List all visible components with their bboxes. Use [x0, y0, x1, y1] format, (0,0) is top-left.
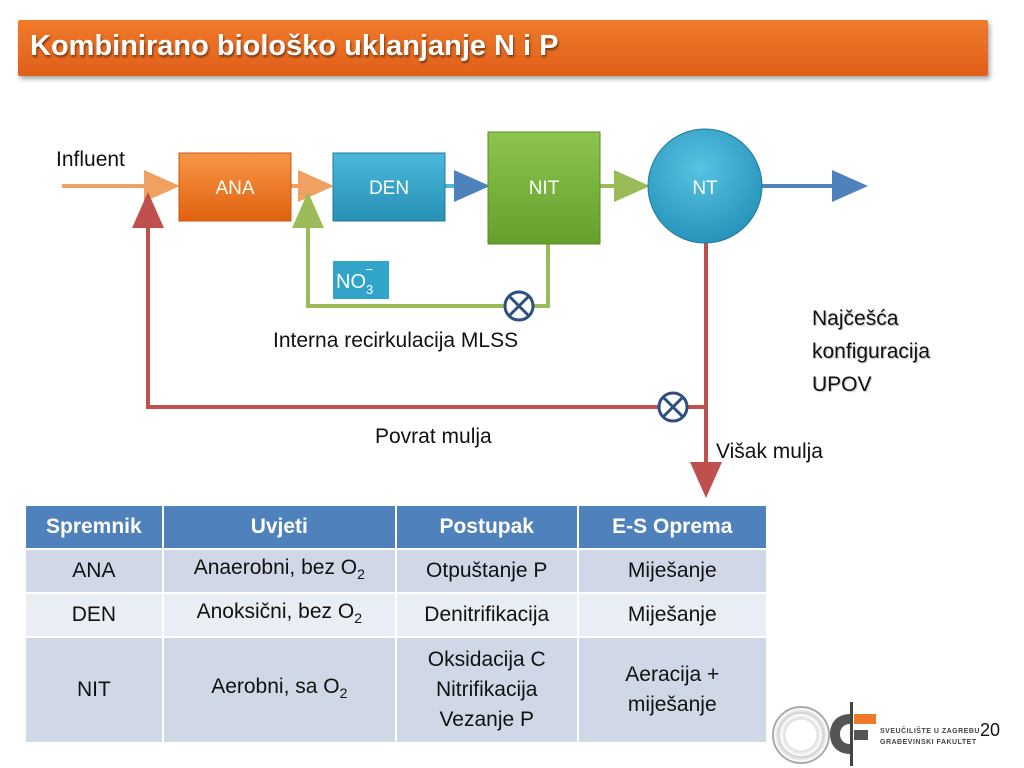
nit-tank	[487, 131, 601, 245]
ana-label: ANA	[215, 178, 254, 199]
faculty-logo-icon	[830, 702, 876, 766]
internal-recirc-line	[292, 192, 550, 308]
conditions-cell: Anoksični, bez O2	[161, 592, 397, 638]
no3-box	[331, 259, 391, 301]
table-header-row: Spremnik Uvjeti Postupak E-S Oprema	[24, 504, 769, 550]
faculty-name: SVEUČILIŠTE U ZAGREBU GRAĐEVINSKI FAKULT…	[880, 728, 980, 746]
table-row: ANA Anaerobni, bez O2 Otpuštanje P Miješ…	[24, 548, 769, 594]
equipment-cell: Aeracija + miješanje	[576, 636, 769, 744]
column-header: Spremnik	[24, 504, 164, 550]
tank-cell: NIT	[24, 636, 164, 744]
side-note-line: UPOV	[812, 373, 872, 396]
no3-label: NO3−	[336, 262, 373, 297]
table-row: DEN Anoksični, bez O2 Denitrifikacija Mi…	[24, 592, 769, 638]
den-tank	[332, 152, 446, 222]
process-cell: Otpuštanje P	[394, 548, 579, 594]
internal-recirc-label: Interna recirkulacija MLSS	[273, 329, 519, 352]
tank-cell: DEN	[24, 592, 164, 638]
process-diagram: ANA DEN NIT NT NO3−	[62, 128, 868, 498]
side-note-line: konfiguracija	[812, 340, 930, 363]
excess-sludge-label: Višak mulja	[716, 440, 823, 463]
process-table: Spremnik Uvjeti Postupak E-S Oprema ANA …	[24, 504, 769, 744]
side-note-line: Najčešća	[812, 307, 899, 330]
tank-cell: ANA	[24, 548, 164, 594]
process-cell: Oksidacija C Nitrifikacija Vezanje P	[394, 636, 579, 744]
conditions-cell: Anaerobni, bez O2	[161, 548, 397, 594]
influent-label: Influent	[56, 148, 125, 171]
column-header: Uvjeti	[161, 504, 397, 550]
university-seal-icon	[772, 706, 830, 764]
column-header: E-S Oprema	[576, 504, 769, 550]
table-row: NIT Aerobni, sa O2 Oksidacija C Nitrifik…	[24, 636, 769, 744]
column-header: Postupak	[394, 504, 579, 550]
process-cell: Denitrifikacija	[394, 592, 579, 638]
title-bar: Kombinirano biološko uklanjanje N i P	[18, 20, 988, 76]
nt-label: NT	[692, 178, 718, 199]
equipment-cell: Miješanje	[576, 548, 769, 594]
side-note: Najčešća konfiguracija UPOV	[812, 302, 930, 401]
nit-label: NIT	[529, 178, 560, 199]
internal-recirc-valve-icon	[503, 290, 535, 322]
nt-clarifier	[647, 128, 763, 244]
sludge-return-valve-icon	[657, 391, 689, 423]
conditions-cell: Aerobni, sa O2	[161, 636, 397, 744]
sludge-return-line	[132, 192, 708, 409]
equipment-cell: Miješanje	[576, 592, 769, 638]
page-number: 20	[980, 720, 1001, 740]
ana-tank	[178, 152, 292, 222]
slide-title: Kombinirano biološko uklanjanje N i P	[30, 30, 559, 62]
sludge-return-label: Povrat mulja	[375, 425, 492, 448]
den-label: DEN	[369, 178, 409, 199]
